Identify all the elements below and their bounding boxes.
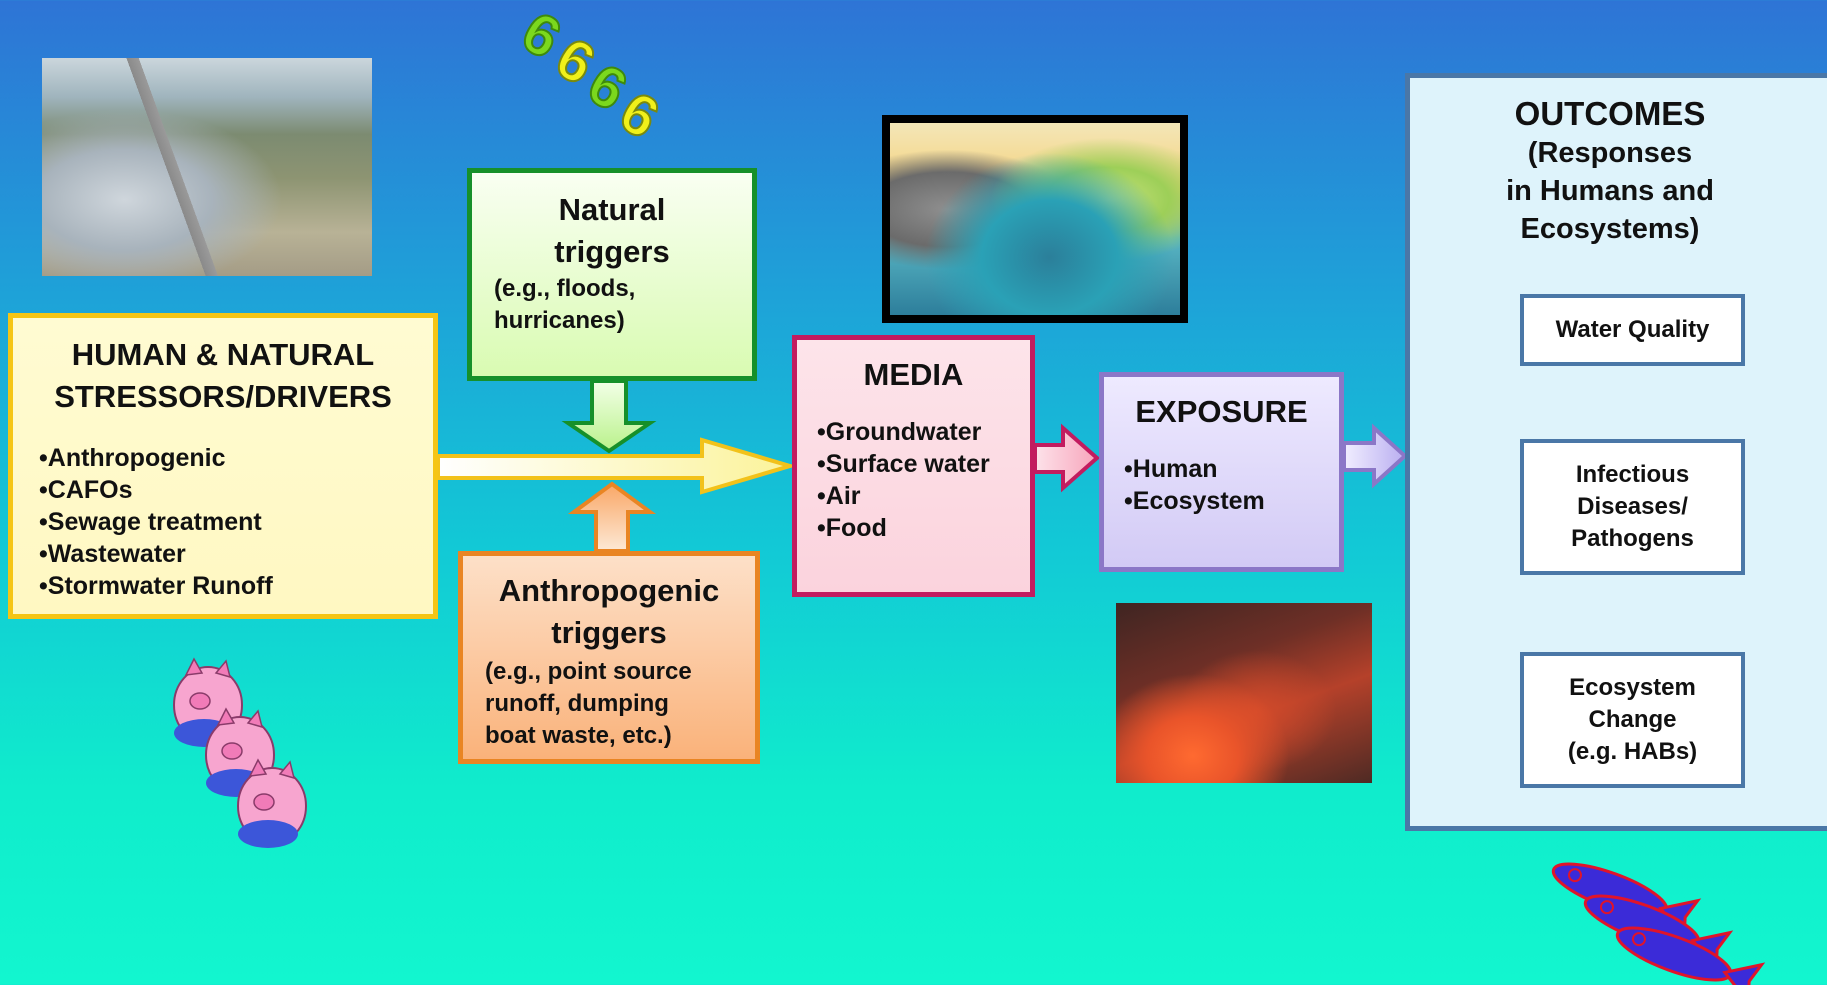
label-line: Infectious bbox=[1571, 459, 1694, 491]
water-quality-label: Water Quality bbox=[1556, 314, 1710, 346]
stressors-title: HUMAN & NATURAL STRESSORS/DRIVERS bbox=[13, 334, 433, 418]
fish-icon bbox=[1547, 851, 1762, 985]
pig-icon bbox=[174, 659, 306, 848]
label-line: Change bbox=[1568, 704, 1697, 736]
outcomes-box: OUTCOMES (Responses in Humans and Ecosys… bbox=[1405, 73, 1827, 831]
list-item: Sewage treatment bbox=[39, 506, 433, 538]
media-title: MEDIA bbox=[797, 354, 1030, 396]
label-line: Ecosystem bbox=[1568, 672, 1697, 704]
media-exposure-arrow bbox=[1035, 428, 1097, 488]
title-line: triggers bbox=[472, 231, 752, 273]
example-line: (e.g., floods, bbox=[494, 273, 752, 305]
example-line: runoff, dumping bbox=[485, 688, 755, 720]
list-item: Wastewater bbox=[39, 538, 433, 570]
exposure-list: Human Ecosystem bbox=[1124, 453, 1339, 517]
example-line: boat waste, etc.) bbox=[485, 720, 755, 752]
example-line: (e.g., point source bbox=[485, 656, 755, 688]
outcomes-title: OUTCOMES bbox=[1390, 94, 1827, 134]
label-line: Diseases/ bbox=[1571, 491, 1694, 523]
title-line: Anthropogenic bbox=[463, 570, 755, 612]
ecosystem-change-box: Ecosystem Change (e.g. HABs) bbox=[1520, 652, 1745, 788]
label-line: Pathogens bbox=[1571, 523, 1694, 555]
media-box: MEDIA Groundwater Surface water Air Food bbox=[792, 335, 1035, 597]
example-line: hurricanes) bbox=[494, 305, 752, 337]
title-line: triggers bbox=[463, 612, 755, 654]
exposure-title: EXPOSURE bbox=[1104, 391, 1339, 433]
list-item: Surface water bbox=[817, 448, 1030, 480]
label-line: (e.g. HABs) bbox=[1568, 736, 1697, 768]
anthropogenic-triggers-title: Anthropogenic triggers bbox=[463, 570, 755, 654]
natural-triggers-box: Natural triggers (e.g., floods, hurrican… bbox=[467, 168, 757, 381]
stressors-title-line: HUMAN & NATURAL bbox=[13, 334, 433, 376]
anthropogenic-triggers-box: Anthropogenic triggers (e.g., point sour… bbox=[458, 551, 760, 764]
list-item: CAFOs bbox=[39, 474, 433, 506]
natural-down-arrow bbox=[568, 381, 650, 451]
title-line: Natural bbox=[472, 189, 752, 231]
exposure-outcomes-arrow bbox=[1344, 428, 1405, 484]
subtitle-line: in Humans and bbox=[1390, 172, 1827, 210]
water-quality-box: Water Quality bbox=[1520, 294, 1745, 366]
list-item: Anthropogenic bbox=[39, 442, 433, 474]
list-item: Ecosystem bbox=[1124, 485, 1339, 517]
natural-triggers-examples: (e.g., floods, hurricanes) bbox=[494, 273, 752, 337]
outcomes-subtitle: (Responses in Humans and Ecosystems) bbox=[1390, 134, 1827, 248]
subtitle-line: (Responses bbox=[1390, 134, 1827, 172]
anthro-up-arrow bbox=[574, 484, 650, 551]
natural-triggers-title: Natural triggers bbox=[472, 189, 752, 273]
stressors-title-line: STRESSORS/DRIVERS bbox=[13, 376, 433, 418]
infectious-diseases-box: Infectious Diseases/ Pathogens bbox=[1520, 439, 1745, 575]
stressors-list: Anthropogenic CAFOs Sewage treatment Was… bbox=[39, 442, 433, 602]
list-item: Food bbox=[817, 512, 1030, 544]
hurricane-icon: 6 6 6 6 bbox=[511, 0, 669, 152]
anthropogenic-triggers-examples: (e.g., point source runoff, dumping boat… bbox=[485, 656, 755, 752]
list-item: Stormwater Runoff bbox=[39, 570, 433, 602]
stressors-box: HUMAN & NATURAL STRESSORS/DRIVERS Anthro… bbox=[8, 313, 438, 619]
list-item: Human bbox=[1124, 453, 1339, 485]
list-item: Groundwater bbox=[817, 416, 1030, 448]
list-item: Air bbox=[817, 480, 1030, 512]
exposure-box: EXPOSURE Human Ecosystem bbox=[1099, 372, 1344, 572]
subtitle-line: Ecosystems) bbox=[1390, 210, 1827, 248]
media-list: Groundwater Surface water Air Food bbox=[817, 416, 1030, 544]
